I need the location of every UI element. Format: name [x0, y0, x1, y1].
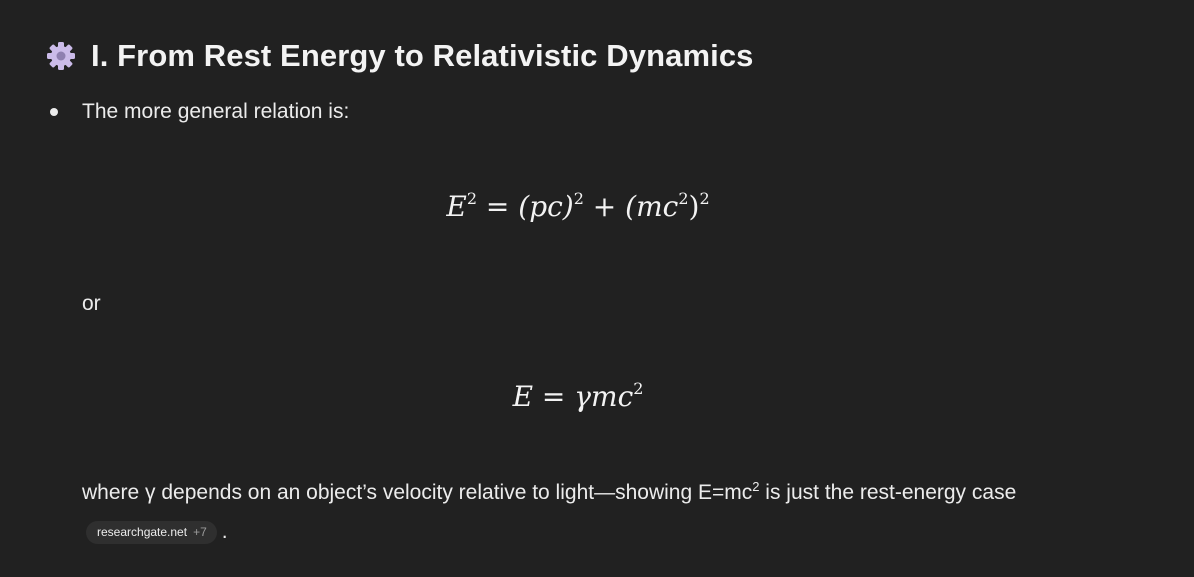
equation-gamma: E = γmc2 [0, 380, 1175, 413]
equation-energy-momentum: E2 = (pc)2 + (mc2)2 [0, 190, 1175, 223]
explanation-sup: 2 [752, 479, 760, 494]
bullet-text: The more general relation is: [82, 100, 350, 123]
citation-chip[interactable]: researchgate.net +7 [86, 520, 217, 544]
trailing-period: . [221, 520, 228, 543]
eq1-equals: = [477, 190, 519, 223]
list-item: The more general relation is: [50, 100, 349, 124]
eq1-sq4: 2 [699, 189, 710, 208]
section-heading: I. From Rest Energy to Relativistic Dyna… [45, 38, 754, 74]
eq2-equals: = [533, 380, 575, 413]
bullet-point [50, 108, 58, 116]
eq2-E: E [512, 380, 534, 413]
eq1-mc: (mc [625, 190, 679, 223]
gear-icon [47, 42, 75, 70]
eq1-plus: + [583, 190, 626, 223]
citation-source: researchgate.net [97, 524, 188, 539]
citation-row: researchgate.net +7 . [86, 520, 228, 544]
section-title: I. From Rest Energy to Relativistic Dyna… [91, 38, 754, 73]
explanation-before: where γ depends on an object’s velocity … [82, 481, 753, 504]
eq1-E: E [446, 190, 467, 223]
eq2-gamma-mc: γmc [574, 380, 634, 413]
citation-more-count: +7 [193, 524, 207, 539]
eq1-sq1: 2 [466, 189, 477, 208]
explanation-after: is just the rest-energy case [759, 481, 1017, 504]
eq1-close-paren: ) [688, 190, 700, 223]
eq1-sq2: 2 [573, 189, 584, 208]
or-text: or [82, 292, 101, 315]
eq1-pc: (pc) [518, 190, 574, 223]
explanation-text: where γ depends on an object’s velocity … [82, 479, 1017, 505]
eq2-sq: 2 [633, 379, 644, 398]
eq1-sq3: 2 [678, 189, 689, 208]
